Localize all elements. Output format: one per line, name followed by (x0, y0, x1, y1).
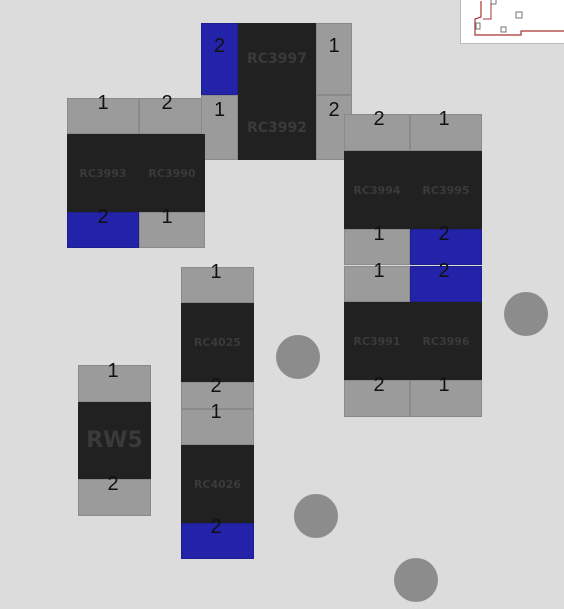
rc3992-label: RC3992 (246, 119, 308, 136)
rc3991-pin-1-label: 1 (373, 259, 385, 282)
via[interactable] (294, 494, 338, 538)
via[interactable] (276, 335, 320, 379)
rc3991-label: RC3991 (353, 334, 401, 348)
rc3994-pad-2[interactable] (344, 114, 410, 151)
rc3994-label: RC3994 (353, 183, 401, 197)
rc4026-pad-1[interactable] (181, 409, 254, 445)
rc4025-label: RC4025 (193, 336, 242, 349)
rc3995-label: RC3995 (422, 183, 470, 197)
rc3997-label: RC3997 (246, 51, 308, 67)
rc4025-pin-2-label: 2 (210, 374, 222, 397)
rc3993-pad-2[interactable] (67, 212, 139, 248)
rc3990-pad-2[interactable] (139, 98, 202, 134)
rc3991-pad-2[interactable] (344, 380, 410, 417)
rc3993-pad-1[interactable] (67, 98, 139, 134)
rc3993-label: RC3993 (79, 166, 127, 180)
rc3996-pad-1[interactable] (410, 380, 482, 417)
rw5-pin-2-label: 2 (107, 472, 119, 495)
rc3990-pin-1-label: 1 (161, 205, 173, 228)
rc3995-pad-1[interactable] (410, 114, 482, 151)
rc4026-body[interactable]: RC4026 (181, 445, 254, 523)
via[interactable] (394, 558, 438, 602)
rw5-body[interactable]: RW5 (78, 402, 151, 479)
rc3992-body[interactable]: RC3992 (238, 95, 316, 160)
rc3996-body[interactable]: RC3996 (410, 302, 482, 380)
rc3992-pin-1-label: 1 (213, 98, 226, 121)
rc4026-pad-2[interactable] (181, 523, 254, 559)
rc4026-label: RC4026 (193, 477, 242, 491)
rc3993-pin-1-label: 1 (97, 91, 109, 114)
rw5-pin-1-label: 1 (107, 359, 119, 382)
rc3995-body[interactable]: RC3995 (410, 151, 482, 229)
rc3995-pin-2-label: 2 (438, 222, 450, 245)
rc3996-pad-2[interactable] (410, 266, 482, 302)
rc4025-pad-1[interactable] (181, 267, 254, 303)
rc3997-pin-2-label: 2 (213, 34, 226, 57)
rc4025-pin-1-label: 1 (210, 260, 222, 283)
rc3997-pad-2[interactable] (201, 23, 238, 95)
rc3994-pin-1-label: 1 (373, 222, 385, 245)
rc3994-body[interactable]: RC3994 (344, 151, 410, 229)
rc3990-pad-1[interactable] (139, 212, 205, 248)
rw5-label: RW5 (86, 428, 143, 453)
rc4025-body[interactable]: RC4025 (181, 303, 254, 382)
rc3990-body[interactable]: RC3990 (139, 134, 205, 212)
rc3991-pin-2-label: 2 (373, 373, 385, 396)
rw5-pad-1[interactable] (78, 365, 151, 402)
rc3994-pin-2-label: 2 (373, 107, 385, 130)
rc3991-pad-1[interactable] (344, 266, 410, 302)
rc3996-label: RC3996 (422, 334, 470, 348)
rw5-pad-2[interactable] (78, 479, 151, 516)
rc4025-pad-2[interactable] (181, 382, 254, 409)
rc3990-label: RC3990 (148, 166, 196, 180)
via[interactable] (504, 292, 548, 336)
rc3997-pin-1-label: 1 (328, 34, 340, 57)
rc4026-pin-2-label: 2 (210, 515, 222, 538)
rc3995-pad-2[interactable] (410, 229, 482, 265)
rc3992-pin-2-label: 2 (328, 98, 340, 121)
rc3996-pin-1-label: 1 (438, 373, 450, 396)
rc3994-pad-1[interactable] (344, 229, 410, 265)
minimap[interactable] (460, 0, 564, 44)
rc3993-body[interactable]: RC3993 (67, 134, 139, 212)
minimap-outline-icon (474, 0, 564, 36)
rc3993-pin-2-label: 2 (97, 205, 109, 228)
rc3990-pin-2-label: 2 (161, 91, 173, 114)
rc3997-pad-1[interactable] (316, 23, 352, 95)
rc3997-body[interactable]: RC3997 (238, 23, 316, 95)
rc3996-pin-2-label: 2 (438, 259, 450, 282)
rc4026-pin-1-label: 1 (210, 400, 222, 423)
rc3995-pin-1-label: 1 (438, 107, 450, 130)
rc3991-body[interactable]: RC3991 (344, 302, 410, 380)
